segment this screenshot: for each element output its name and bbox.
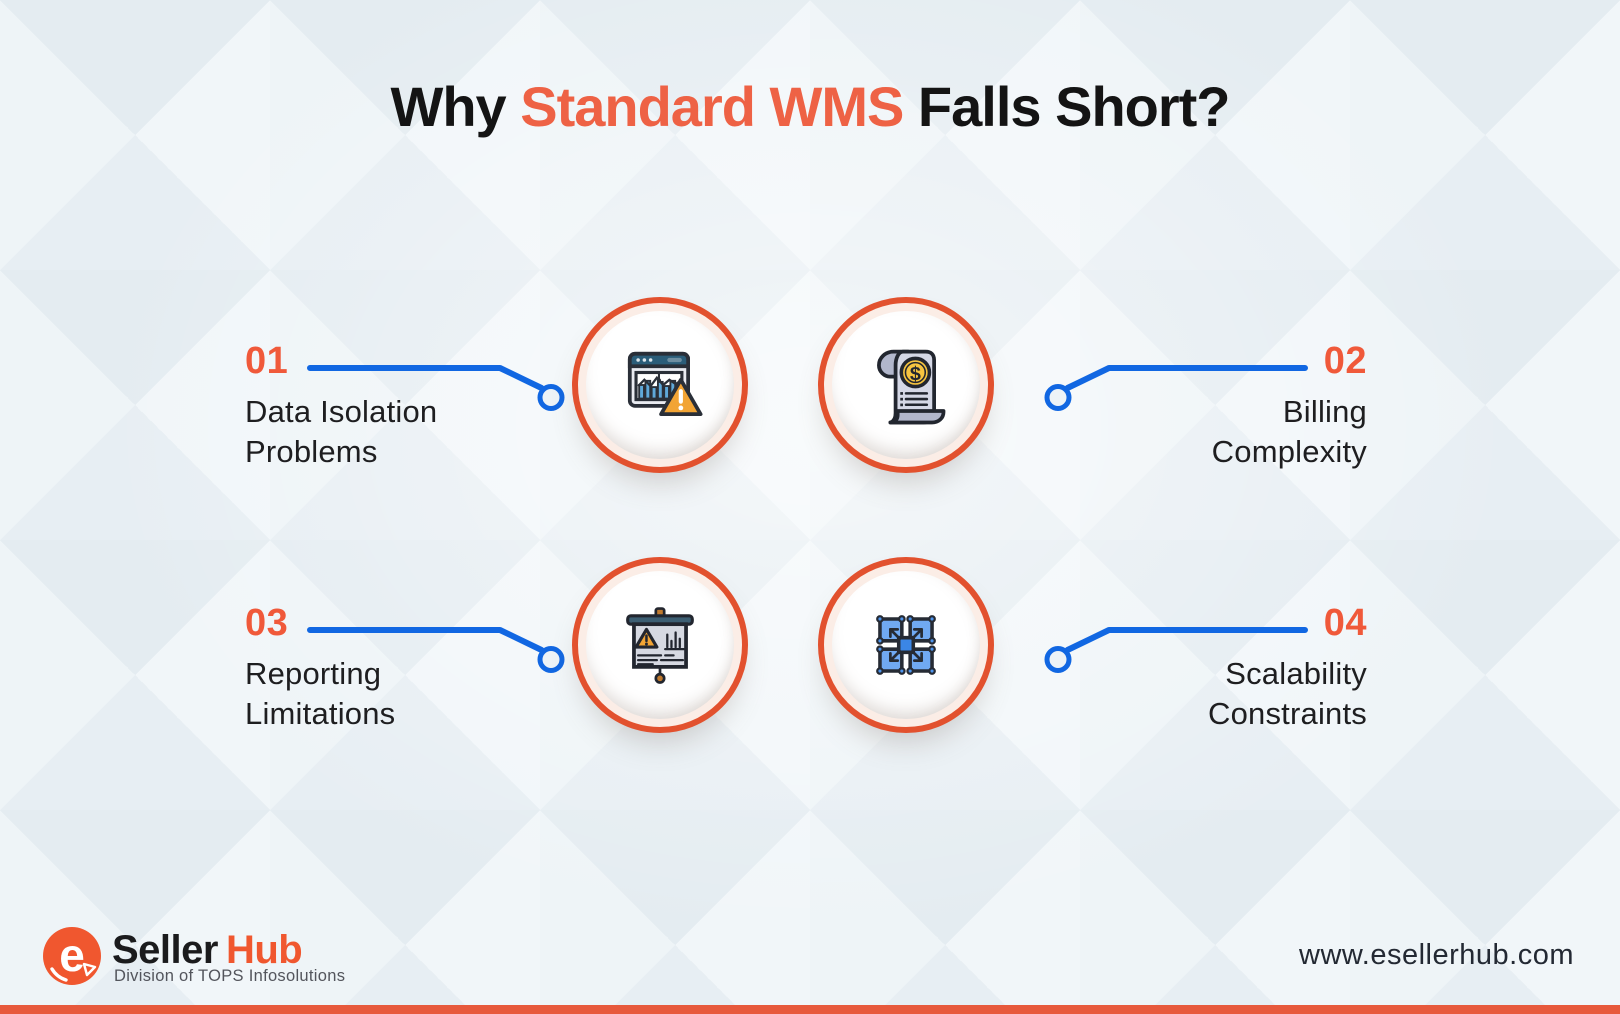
item-01-number: 01: [245, 340, 289, 382]
item-03-connector-line: [307, 627, 565, 673]
item-01-label-line2: Problems: [245, 434, 378, 469]
item-03-icon-circle: [572, 557, 748, 733]
item-04-number: 04: [1323, 602, 1367, 644]
item-02-icon-circle: $: [818, 297, 994, 473]
item-04-connector-line: [1044, 627, 1308, 673]
browser-analytics-warning-icon: [627, 351, 703, 417]
brand-name-secondary: Hub: [225, 928, 303, 972]
expand-squares-icon: [876, 615, 936, 675]
item-01-connector-line: [307, 365, 565, 411]
invoice-scroll-dollar-icon: $: [877, 349, 946, 425]
item-01-icon-inner-circle: [586, 311, 734, 459]
title-suffix: Falls Short?: [903, 75, 1231, 138]
item-04-label: Scalability Constraints: [1208, 654, 1367, 734]
item-04-icon-inner-circle: [832, 571, 980, 719]
page-title: Why Standard WMS Falls Short?: [0, 78, 1620, 136]
presentation-report-warning-icon: [626, 607, 694, 684]
title-highlight: Standard WMS: [520, 75, 904, 138]
item-02-number: 02: [1323, 340, 1367, 382]
bottom-accent-bar: [0, 1005, 1620, 1014]
item-01-label-line1: Data Isolation: [245, 394, 438, 429]
item-03-label: Reporting Limitations: [245, 654, 395, 734]
item-04-label-line2: Constraints: [1208, 696, 1367, 731]
esellerhub-logo-icon: e: [43, 927, 101, 985]
item-01-icon-circle: [572, 297, 748, 473]
item-04-label-line1: Scalability: [1225, 656, 1367, 691]
website-url: www.esellerhub.com: [1299, 939, 1574, 971]
footer-tagline: Division of TOPS Infosolutions: [114, 967, 346, 985]
svg-text:$: $: [910, 363, 921, 385]
item-03-number: 03: [245, 602, 289, 644]
item-04-icon-circle: [818, 557, 994, 733]
item-03-label-line2: Limitations: [245, 696, 396, 731]
item-02-label: Billing Complexity: [1212, 392, 1367, 472]
item-03-label-line1: Reporting: [245, 656, 382, 691]
item-02-connector-line: [1044, 365, 1308, 411]
brand-name-primary: Seller: [112, 928, 218, 972]
title-prefix: Why: [390, 75, 521, 138]
item-02-label-line1: Billing: [1282, 394, 1367, 429]
item-03-icon-inner-circle: [586, 571, 734, 719]
item-02-label-line2: Complexity: [1211, 434, 1367, 469]
item-02-icon-inner-circle: $: [832, 311, 980, 459]
svg-text:e: e: [59, 929, 85, 981]
item-01-label: Data Isolation Problems: [245, 392, 437, 472]
